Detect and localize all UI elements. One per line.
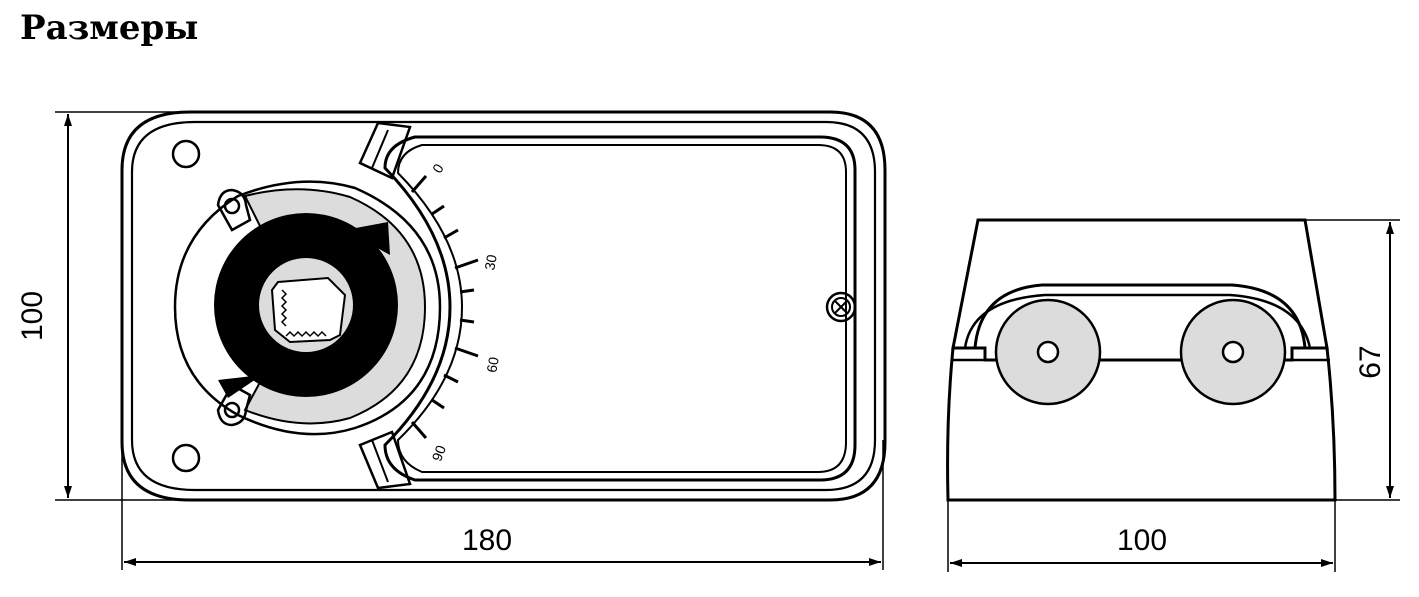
side-view xyxy=(946,218,1337,502)
side-height-label: 67 xyxy=(1354,345,1387,378)
indicator-screw xyxy=(825,291,857,323)
side-dimensions: 67 100 xyxy=(947,219,1400,572)
pointer-top xyxy=(345,222,390,255)
top-clip xyxy=(358,121,412,180)
scale-label-0: 0 xyxy=(429,161,447,176)
pointer-bottom xyxy=(218,375,262,398)
front-outer-body xyxy=(120,110,887,502)
lever-ear-top xyxy=(216,188,252,232)
scale-label-60: 60 xyxy=(483,355,501,373)
cover-plate xyxy=(383,135,857,482)
side-lower-body xyxy=(946,346,1337,502)
angle-scale: 0 30 60 90 xyxy=(410,161,502,463)
front-height-label: 100 xyxy=(16,291,49,341)
bottom-clip xyxy=(358,430,412,490)
page-title: Размеры xyxy=(20,8,199,48)
side-width-label: 100 xyxy=(1117,524,1167,557)
lever-ear-bottom xyxy=(216,383,252,427)
scale-label-90: 90 xyxy=(429,443,449,463)
shaft-square xyxy=(270,276,347,344)
front-view: 0 30 60 90 xyxy=(120,110,887,502)
screw-hole-top xyxy=(171,139,201,169)
hub-outer-ring xyxy=(173,180,442,436)
front-width-label: 180 xyxy=(462,524,512,557)
screw-hole-bottom xyxy=(171,443,201,473)
front-inner-rim xyxy=(130,120,877,492)
cover-plate-inner xyxy=(396,144,847,473)
scale-label-30: 30 xyxy=(481,253,499,271)
front-dimensions: 100 180 xyxy=(16,111,884,570)
side-upper-cover xyxy=(951,218,1329,350)
